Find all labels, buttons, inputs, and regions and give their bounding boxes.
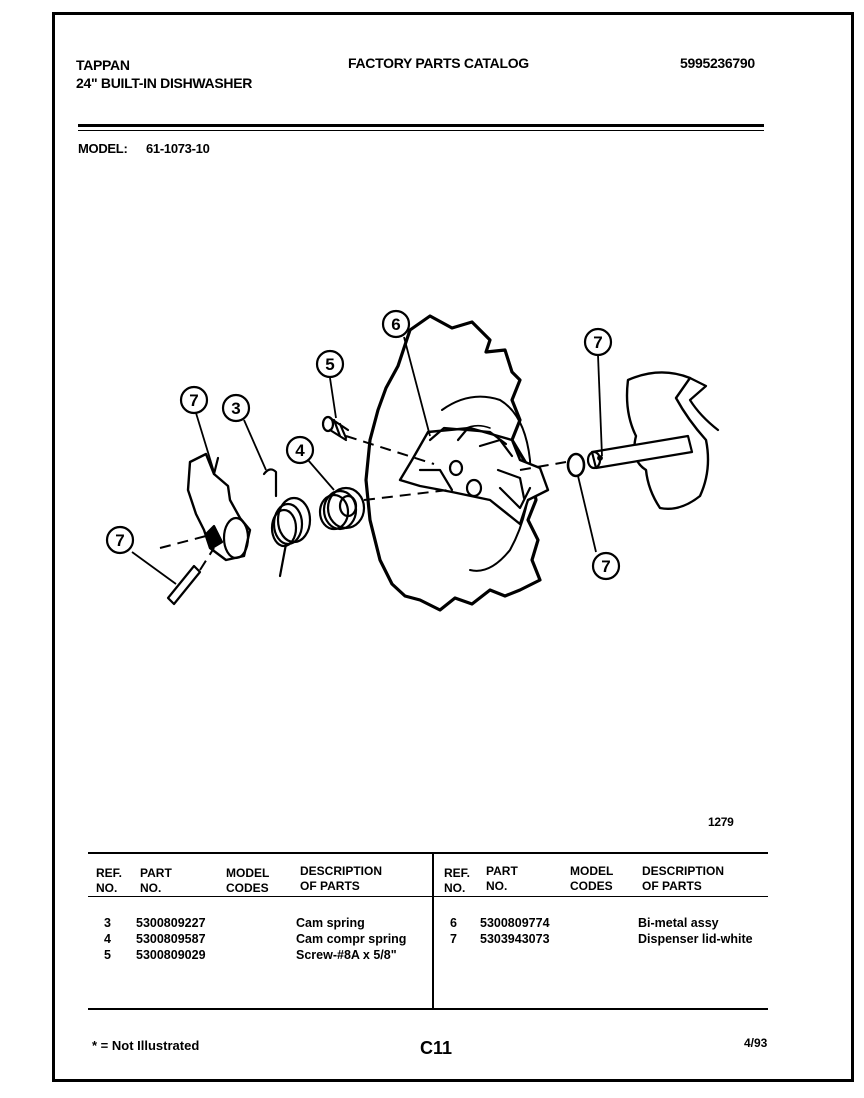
model-label: MODEL: (78, 141, 128, 156)
cam (186, 452, 252, 562)
col-description: DESCRIPTION OF PARTS (300, 864, 383, 893)
dispenser-lid (625, 371, 710, 510)
product-title: 24" BUILT-IN DISHWASHER (76, 75, 253, 91)
col-ref-no-right: REF. NO. (444, 866, 471, 895)
cell-part: 5303943073 (480, 932, 550, 946)
revision-date: 4/93 (744, 1036, 768, 1050)
callout-4: 4 (295, 441, 305, 460)
col-description-right: DESCRIPTION OF PARTS (642, 864, 725, 893)
not-illustrated-note: * = Not Illustrated (92, 1038, 200, 1053)
col-model-codes-right: MODEL CODES (570, 864, 614, 893)
cell-ref: 7 (450, 932, 457, 946)
bimetal-assembly (398, 426, 550, 526)
cell-desc: Screw-#8A x 5/8" (296, 948, 397, 962)
callout-7-cam: 7 (189, 391, 198, 410)
callout-7-pin: 7 (593, 333, 602, 352)
model-value: 61-1073-10 (146, 141, 210, 156)
cell-ref: 5 (104, 948, 111, 962)
col-model-codes: MODEL CODES (226, 866, 270, 895)
cell-part: 5300809227 (136, 916, 206, 930)
catalog-number: 5995236790 (680, 55, 755, 71)
roll-pin (166, 564, 202, 606)
figure-number: 1279 (708, 815, 734, 829)
cell-desc: Cam compr spring (296, 932, 407, 946)
brand-name: TAPPAN (76, 57, 130, 73)
dispenser-housing (364, 314, 542, 612)
retaining-ring (566, 452, 586, 478)
callout-6: 6 (391, 315, 400, 334)
cell-desc: Cam spring (296, 916, 365, 930)
callout-7-rollpin: 7 (115, 531, 124, 550)
cell-part: 5300809587 (136, 932, 206, 946)
cell-desc: Dispenser lid-white (638, 932, 753, 946)
cam-compression-spring (318, 486, 366, 531)
col-ref-no: REF. NO. (96, 866, 123, 895)
cell-part: 5300809029 (136, 948, 206, 962)
callout-7-ring: 7 (601, 557, 610, 576)
hinge-pin (590, 434, 694, 470)
page-frame (52, 12, 854, 1082)
cam-spring (262, 468, 312, 578)
cell-ref: 4 (104, 932, 111, 946)
col-part-no-right: PART NO. (486, 864, 518, 893)
header-rule-thick (78, 124, 764, 127)
col-part-no: PART NO. (140, 866, 172, 895)
cell-ref: 3 (104, 916, 111, 930)
header-rule-thin (78, 130, 764, 131)
screw (321, 415, 350, 442)
cell-ref: 6 (450, 916, 457, 930)
callout-5: 5 (325, 355, 334, 374)
cell-part: 5300809774 (480, 916, 550, 930)
parts-table: REF. NO. PART NO. MODEL CODES DESCRIPTIO… (88, 852, 768, 1010)
catalog-title: FACTORY PARTS CATALOG (348, 55, 529, 71)
cell-desc: Bi-metal assy (638, 916, 719, 930)
callout-3: 3 (231, 399, 240, 418)
page-code: C11 (420, 1038, 453, 1058)
